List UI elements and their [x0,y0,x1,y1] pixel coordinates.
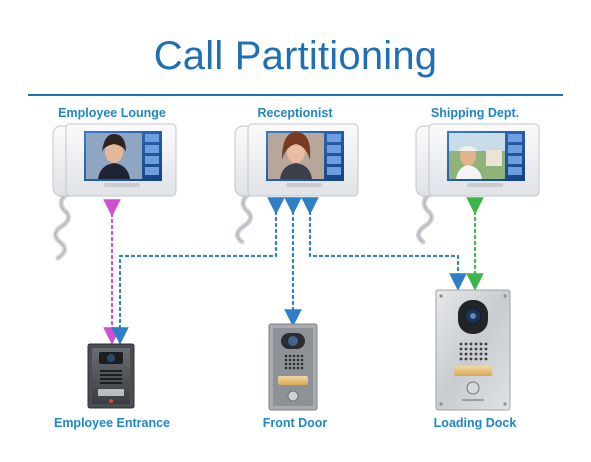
label-employee-lounge: Employee Lounge [58,106,166,120]
label-employee-entrance: Employee Entrance [53,416,170,430]
door-front-door [268,323,318,411]
monitor-receptionist [234,123,359,245]
door-loading-dock [435,289,511,411]
page-title: Call Partitioning [153,34,438,78]
label-front-door: Front Door [262,416,328,430]
door-employee-entrance [87,343,135,409]
label-shipping-dept: Shipping Dept. [430,106,520,120]
monitor-employee-lounge [52,123,177,261]
link-receptionist-entrance [111,197,285,345]
monitor-shipping-dept [415,123,540,245]
link-receptionist-loading-dock [301,197,467,291]
title-divider [28,94,563,96]
connection-lines [103,197,484,345]
label-receptionist: Receptionist [257,106,333,120]
label-loading-dock: Loading Dock [433,416,517,430]
